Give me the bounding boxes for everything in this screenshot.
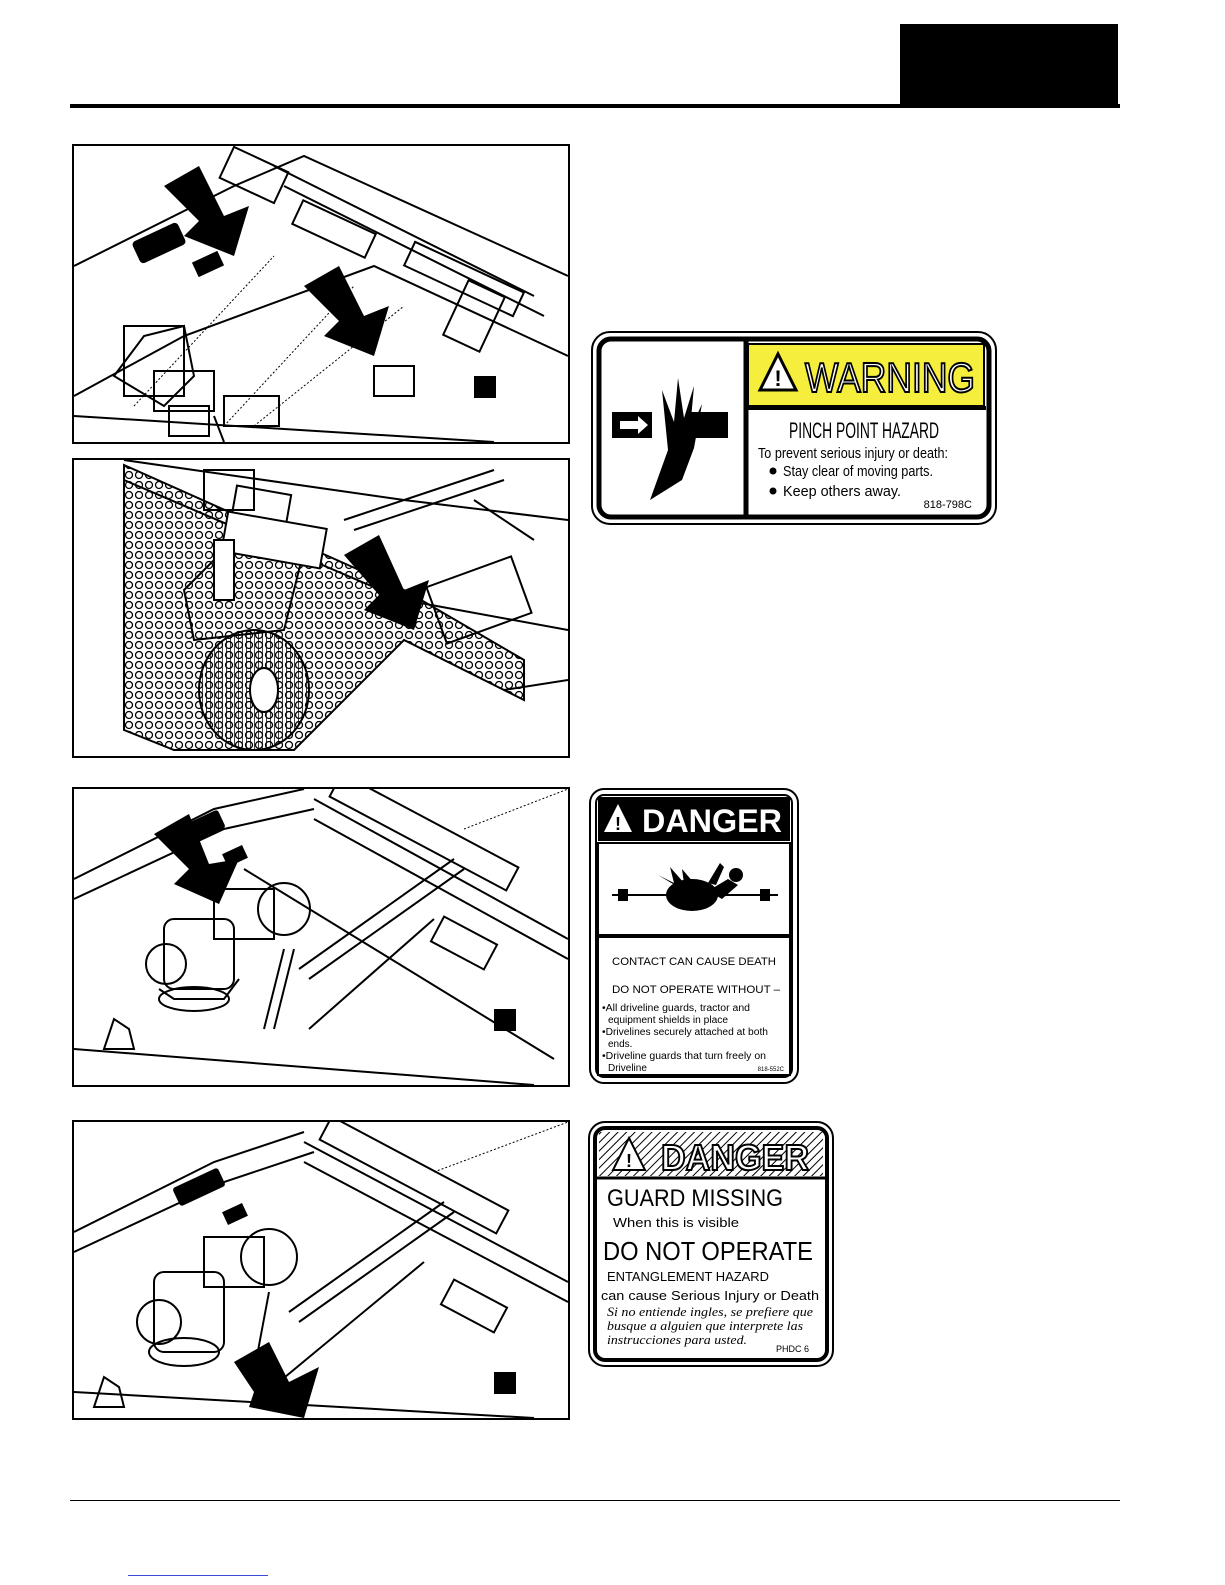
warning-pinch-point-decal: ! WARNING PINCH POINT HAZARD To prevent … bbox=[590, 330, 998, 526]
danger-driveline-line1: CONTACT CAN CAUSE DEATH bbox=[612, 956, 776, 968]
danger-driveline-header: DANGER bbox=[642, 803, 782, 839]
danger-guard-alert-icon: ! bbox=[611, 1135, 647, 1171]
warning-bullet-1: Stay clear of moving parts. bbox=[783, 463, 933, 480]
header-section-tab bbox=[900, 24, 1118, 104]
danger-driveline-bullet-3: •Driveline guards that turn freely on bbox=[602, 1051, 766, 1062]
danger-guard-spanish-3: instrucciones para usted. bbox=[607, 1332, 747, 1347]
warning-bullet-2: Keep others away. bbox=[783, 483, 901, 500]
danger-guard-line4: ENTANGLEMENT HAZARD bbox=[607, 1269, 769, 1284]
danger-guard-header: DANGER bbox=[661, 1137, 809, 1178]
warning-header: WARNING bbox=[805, 354, 975, 401]
svg-text:!: ! bbox=[774, 366, 781, 391]
danger-driveline-bullet-1b: equipment shields in place bbox=[608, 1015, 728, 1026]
danger-driveline-line2: DO NOT OPERATE WITHOUT – bbox=[612, 984, 781, 996]
danger-guard-missing-decal: ! DANGER GUARD MISSING When this is visi… bbox=[587, 1120, 835, 1368]
danger-guard-spanish-1: Si no entiende ingles, se prefiere que bbox=[607, 1304, 813, 1319]
danger-alert-icon: ! bbox=[604, 804, 632, 834]
danger-driveline-bullet-3b: Driveline bbox=[608, 1063, 647, 1074]
danger-guard-spanish-2: busque a alguien que interprete las bbox=[607, 1318, 803, 1333]
danger-guard-part-number: PHDC 6 bbox=[776, 1344, 809, 1354]
danger-driveline-bullet-2: •Drivelines securely attached at both bbox=[602, 1027, 768, 1038]
illustration-pinch-point-top bbox=[72, 144, 570, 444]
pinch-point-hand-icon bbox=[612, 378, 728, 500]
warning-part-number: 818-798C bbox=[924, 499, 972, 511]
danger-guard-line3: DO NOT OPERATE bbox=[603, 1236, 813, 1266]
danger-guard-line5: can cause Serious Injury or Death bbox=[601, 1288, 819, 1303]
warning-title: PINCH POINT HAZARD bbox=[789, 418, 939, 443]
danger-guard-line1: GUARD MISSING bbox=[607, 1185, 783, 1212]
danger-driveline-bullet-2b: ends. bbox=[608, 1039, 632, 1050]
illustration-guard-missing bbox=[72, 1120, 570, 1420]
danger-guard-line2: When this is visible bbox=[613, 1215, 739, 1230]
header-rule bbox=[70, 104, 1120, 108]
footer-rule bbox=[70, 1500, 1120, 1501]
warning-alert-icon: ! bbox=[757, 350, 799, 392]
footer-link-underline[interactable] bbox=[128, 1575, 268, 1576]
danger-driveline-bullet-1: •All driveline guards, tractor and bbox=[602, 1003, 750, 1014]
warning-intro: To prevent serious injury or death: bbox=[758, 445, 948, 462]
svg-text:!: ! bbox=[626, 1151, 632, 1171]
danger-driveline-decal: ! DANGER CONTACT CAN CAUSE DEATH DO NOT … bbox=[588, 787, 800, 1085]
illustration-driveline-gearbox bbox=[72, 787, 570, 1087]
illustration-pinch-point-wheel bbox=[72, 458, 570, 758]
entanglement-figure-icon bbox=[612, 863, 778, 911]
svg-text:!: ! bbox=[615, 814, 621, 834]
danger-driveline-part-number: 818-552C bbox=[758, 1067, 785, 1073]
